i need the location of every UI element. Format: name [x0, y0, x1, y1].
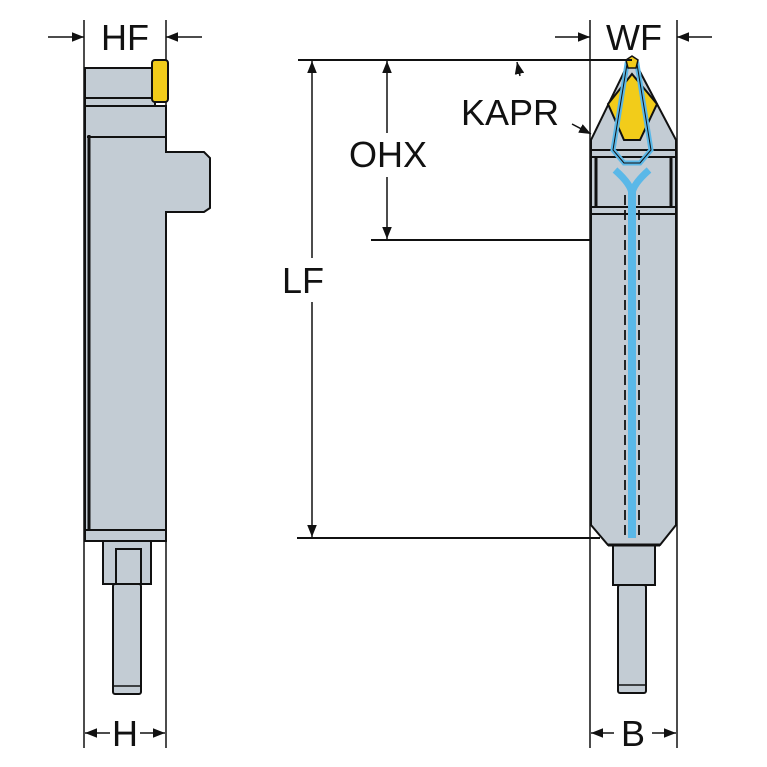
- dimension-hf: HF: [48, 17, 202, 58]
- dimension-ohx: OHX: [349, 61, 427, 239]
- side-view: [83, 20, 211, 748]
- dimension-b: B: [591, 713, 676, 754]
- label-ohx: OHX: [349, 134, 427, 175]
- label-hf: HF: [101, 17, 149, 58]
- nut: [612, 544, 656, 586]
- label-b: B: [621, 713, 645, 754]
- coolant-channel: [628, 190, 636, 538]
- dimension-wf: WF: [555, 17, 712, 58]
- dimension-lf: LF: [282, 61, 324, 537]
- insert: [151, 59, 169, 103]
- label-h: H: [112, 713, 138, 754]
- label-lf: LF: [282, 260, 324, 301]
- front-view: [589, 20, 678, 748]
- label-kapr: KAPR: [461, 92, 559, 133]
- shank-body: [84, 105, 211, 531]
- dimension-kapr: KAPR: [461, 61, 592, 135]
- label-wf: WF: [606, 17, 662, 58]
- coolant-tube: [112, 583, 142, 695]
- coolant-tube: [617, 584, 647, 694]
- collar: [84, 529, 167, 542]
- dimension-h: H: [85, 713, 165, 754]
